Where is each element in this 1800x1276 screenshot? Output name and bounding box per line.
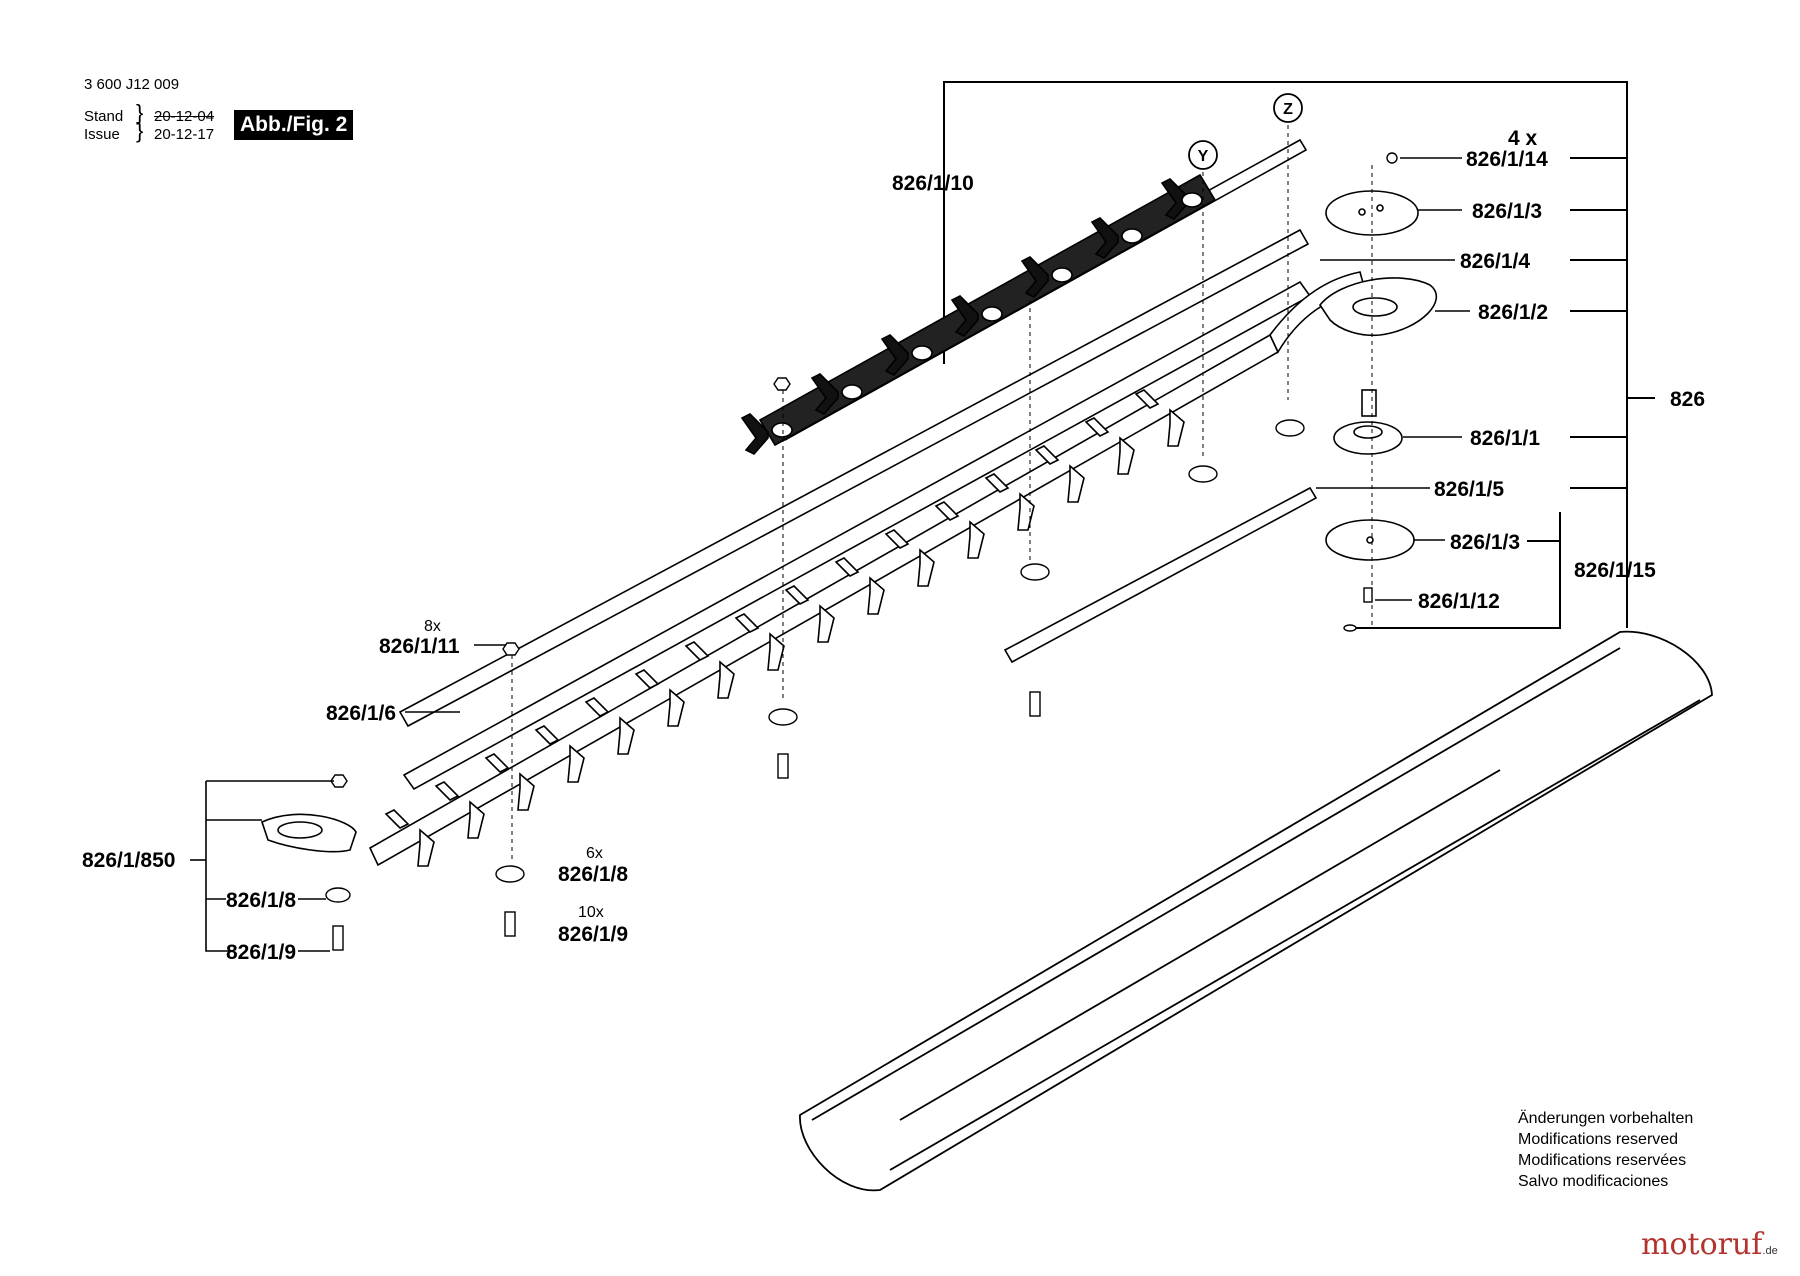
label-qty-8x: 8x — [424, 618, 441, 635]
label-826-1-8-left: 826/1/8 — [226, 889, 296, 912]
disclaimer-line: Modifications reserved — [1518, 1131, 1679, 1148]
brand-suffix: .de — [1762, 1245, 1778, 1257]
disclaimer: Änderungen vorbehalten Modifications res… — [1518, 1108, 1693, 1192]
brand-name: motoruf — [1641, 1227, 1763, 1262]
issue-label: Issue — [84, 126, 120, 143]
marker-z-label: Z — [1283, 101, 1293, 118]
label-826-1-9-mid: 826/1/9 — [558, 923, 628, 946]
pivot-shaft — [1333, 389, 1403, 455]
label-826-1-10: 826/1/10 — [892, 172, 974, 195]
label-qty-4x: 4 x — [1508, 127, 1538, 150]
label-826-1-15: 826/1/15 — [1574, 559, 1656, 582]
label-826-1-14: 826/1/14 — [1466, 148, 1548, 171]
brace-icon: } — [136, 118, 144, 143]
brace-icon: } — [136, 100, 144, 125]
doc-number: 3 600 J12 009 — [84, 76, 180, 93]
label-826-1-8-mid: 826/1/8 — [558, 863, 628, 886]
old-date: 20-12-04 — [154, 108, 215, 125]
label-826-1-1: 826/1/1 — [1470, 427, 1540, 450]
label-826-1-11: 826/1/11 — [379, 635, 460, 658]
stand-label: Stand — [84, 108, 124, 125]
leader-lines — [190, 157, 1470, 952]
disclaimer-line: Modifications reservées — [1518, 1152, 1687, 1169]
blade-strip-upper — [398, 228, 1310, 728]
label-826: 826 — [1670, 388, 1705, 411]
disclaimer-line: Salvo modificaciones — [1518, 1173, 1669, 1190]
marker-y: Y — [1188, 140, 1218, 170]
label-826-1-3-top: 826/1/3 — [1472, 200, 1542, 223]
label-826-1-850: 826/1/850 — [82, 849, 175, 872]
label-qty-6x: 6x — [586, 845, 603, 862]
marker-y-label: Y — [1198, 148, 1209, 165]
blade-guard — [799, 630, 1713, 1192]
brand-logo: motoruf.de — [1641, 1227, 1778, 1262]
drive-lever — [1319, 277, 1437, 337]
label-826-1-2: 826/1/2 — [1478, 301, 1548, 324]
label-826-1-6: 826/1/6 — [326, 702, 396, 725]
label-826-1-4: 826/1/4 — [1460, 250, 1530, 273]
guide-bar — [1003, 486, 1318, 664]
figure-badge: Abb./Fig. 2 — [234, 110, 354, 140]
label-qty-10x: 10x — [578, 904, 604, 921]
marker-z: Z — [1273, 93, 1303, 123]
disclaimer-line: Änderungen vorbehalten — [1518, 1110, 1694, 1127]
hardware — [325, 152, 1398, 951]
label-826-1-9-left: 826/1/9 — [226, 941, 296, 964]
assembly-centerlines — [511, 125, 1373, 860]
end-handle-part — [261, 813, 357, 853]
group-826-bracket — [943, 81, 1655, 629]
lower-disc — [1325, 519, 1415, 561]
label-826-1-5: 826/1/5 — [1434, 478, 1504, 501]
blade-holder-part — [740, 138, 1308, 455]
label-826-1-12: 826/1/12 — [1418, 590, 1500, 613]
blade-strip-lower — [402, 280, 1312, 791]
label-826-1-3-bottom: 826/1/3 — [1450, 531, 1520, 554]
new-date: 20-12-17 — [154, 126, 215, 143]
